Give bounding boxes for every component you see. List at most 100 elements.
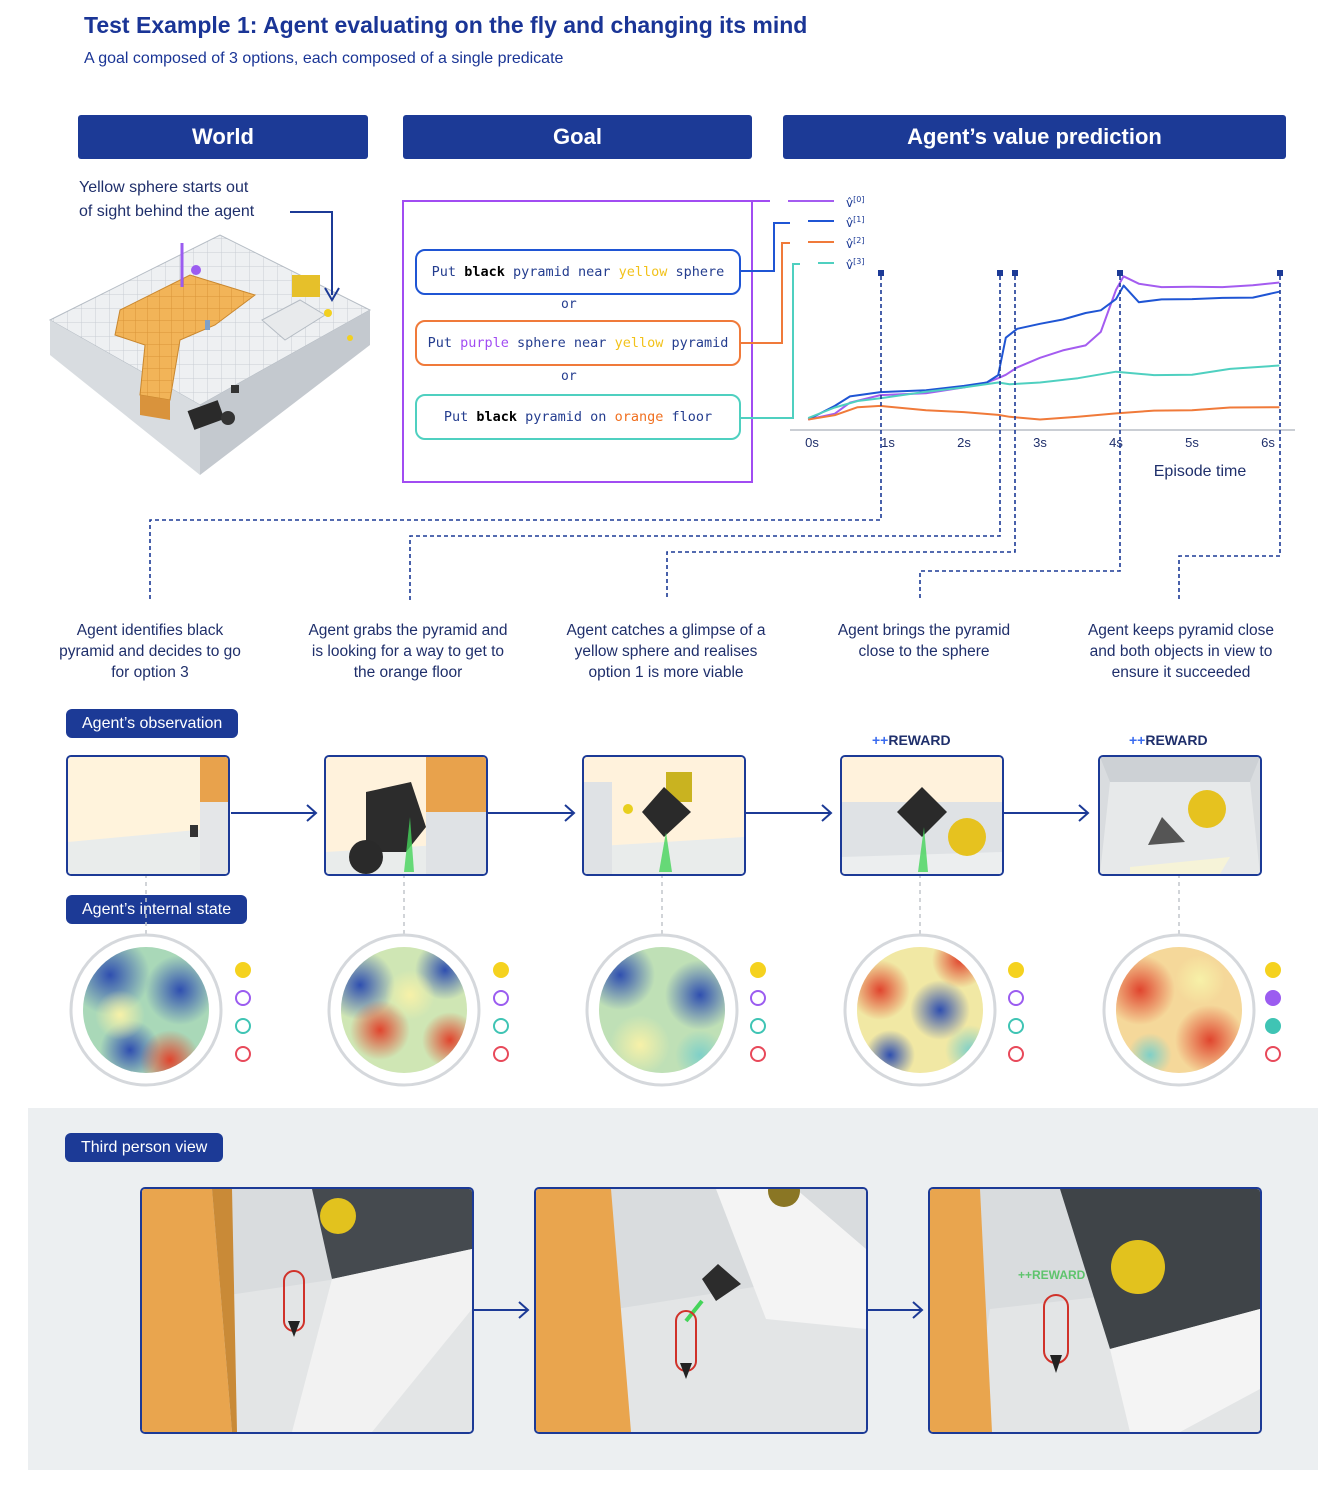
state-dot-4-4	[1008, 1046, 1024, 1062]
marker-connector-2	[666, 276, 1016, 600]
time-marker-2	[1012, 270, 1018, 276]
goal-option-2-segment: sphere near	[508, 335, 615, 351]
state-dot-1-2	[235, 990, 251, 1006]
step-description-4: Agent brings the pyramid close to the sp…	[837, 622, 1011, 660]
reward-word: REWARD	[1145, 732, 1208, 748]
internal-state-heatmaps	[69, 933, 1256, 1087]
state-dot-3-3	[750, 1018, 766, 1034]
header-goal: Goal	[403, 115, 752, 159]
time-marker-4	[1277, 270, 1283, 276]
goal-option-1-segment: yellow	[618, 264, 668, 280]
state-dot-1-4	[235, 1046, 251, 1062]
state-dot-4-3	[1008, 1018, 1024, 1034]
reward-plus: ++	[872, 732, 889, 748]
time-marker-0	[878, 270, 884, 276]
x-tick-label: 1s	[881, 435, 895, 450]
state-dot-3-4	[750, 1046, 766, 1062]
state-dot-2-4	[493, 1046, 509, 1062]
world-note-line1: Yellow sphere starts out	[79, 179, 249, 196]
series-line-3	[807, 364, 1280, 419]
goal-option-3-segment: Put	[443, 409, 477, 425]
marker-connector-4	[1178, 276, 1281, 600]
third-person-frame-2	[534, 1187, 868, 1434]
reward-word: REWARD	[888, 732, 951, 748]
goal-option-3: Put black pyramid on orange floor	[415, 394, 741, 440]
goal-option-2-segment: pyramid	[663, 335, 729, 351]
step-description-2: Agent grabs the pyramid and is looking f…	[308, 622, 508, 681]
state-dot-5-1	[1265, 962, 1281, 978]
x-tick-label: 3s	[1033, 435, 1047, 450]
or-label-1: or	[561, 297, 577, 312]
reward-label-4: ++REWARD	[872, 732, 951, 748]
internal-state-label: Agent’s internal state	[66, 895, 248, 924]
marker-connector-1	[409, 276, 1001, 600]
state-dot-3-2	[750, 990, 766, 1006]
goal-option-3-segment: black	[476, 409, 518, 425]
observation-frame-4	[840, 755, 1004, 876]
or-label-2: or	[561, 369, 577, 384]
time-marker-1	[997, 270, 1003, 276]
state-dot-1-1	[235, 962, 251, 978]
goal-option-3-segment: pyramid on	[517, 409, 615, 425]
goal-option-1-segment: Put	[431, 264, 465, 280]
legend-sup: [0]	[853, 195, 864, 204]
third-person-reward-text: ++REWARD	[1018, 1268, 1086, 1282]
figure-subtitle: A goal composed of 3 options, each compo…	[84, 50, 564, 67]
reward-label-5: ++REWARD	[1129, 732, 1208, 748]
state-dot-5-3	[1265, 1018, 1281, 1034]
reward-plus: ++	[1129, 732, 1146, 748]
marker-connector-3	[919, 276, 1121, 600]
observation-frame-2	[324, 755, 488, 876]
series-line-1	[807, 284, 1280, 421]
third-person-label: Third person view	[65, 1133, 224, 1162]
x-tick-label: 2s	[957, 435, 971, 450]
legend-sup: [3]	[853, 257, 864, 266]
state-dot-4-2	[1008, 990, 1024, 1006]
state-dot-5-2	[1265, 990, 1281, 1006]
goal-option-3-segment: floor	[663, 409, 713, 425]
figure-title: Test Example 1: Agent evaluating on the …	[84, 12, 808, 38]
x-tick-label: 6s	[1261, 435, 1275, 450]
state-dot-2-2	[493, 990, 509, 1006]
observation-frame-5	[1098, 755, 1262, 876]
x-axis-label: Episode time	[1154, 463, 1247, 480]
observation-frame-3	[582, 755, 746, 876]
step-description-1: Agent identifies black pyramid and decid…	[59, 622, 241, 681]
state-dot-5-4	[1265, 1046, 1281, 1062]
goal-option-1-segment: black	[464, 264, 505, 280]
goal-option-1: Put black pyramid near yellow sphere	[415, 249, 741, 295]
world-note-arrow	[290, 211, 340, 302]
goal-option-2-segment: yellow	[614, 335, 664, 351]
goal-option-1-segment: pyramid near	[504, 264, 619, 280]
state-dot-3-1	[750, 962, 766, 978]
state-dot-2-3	[493, 1018, 509, 1034]
header-value-prediction: Agent’s value prediction	[783, 115, 1286, 159]
step-description-3: Agent catches a glimpse of a yellow sphe…	[566, 622, 766, 681]
goal-option-3-segment: orange	[614, 409, 664, 425]
step-description-5: Agent keeps pyramid close and both objec…	[1087, 622, 1275, 681]
x-tick-label: 5s	[1185, 435, 1199, 450]
goal-option-2-segment: Put	[427, 335, 461, 351]
observation-label: Agent’s observation	[66, 709, 239, 738]
third-person-frame-1	[140, 1187, 474, 1434]
observation-frame-1	[66, 755, 230, 876]
time-marker-3	[1117, 270, 1123, 276]
x-tick-label: 0s	[805, 435, 819, 450]
third-person-frame-3: ++REWARD	[928, 1187, 1262, 1434]
state-dot-1-3	[235, 1018, 251, 1034]
header-world: World	[78, 115, 368, 159]
goal-option-2: Put purple sphere near yellow pyramid	[415, 320, 741, 366]
goal-option-2-segment: purple	[460, 335, 509, 351]
world-note-line2: of sight behind the agent	[79, 203, 255, 220]
state-dot-2-1	[493, 962, 509, 978]
marker-connector-0	[149, 276, 882, 600]
world-note: Yellow sphere starts out of sight behind…	[79, 176, 254, 224]
observation-arrows	[145, 804, 1180, 935]
series-line-2	[808, 404, 1280, 421]
legend-sup: [2]	[853, 236, 864, 245]
state-dot-4-1	[1008, 962, 1024, 978]
legend-sup: [1]	[853, 215, 864, 224]
goal-connectors	[402, 200, 800, 483]
